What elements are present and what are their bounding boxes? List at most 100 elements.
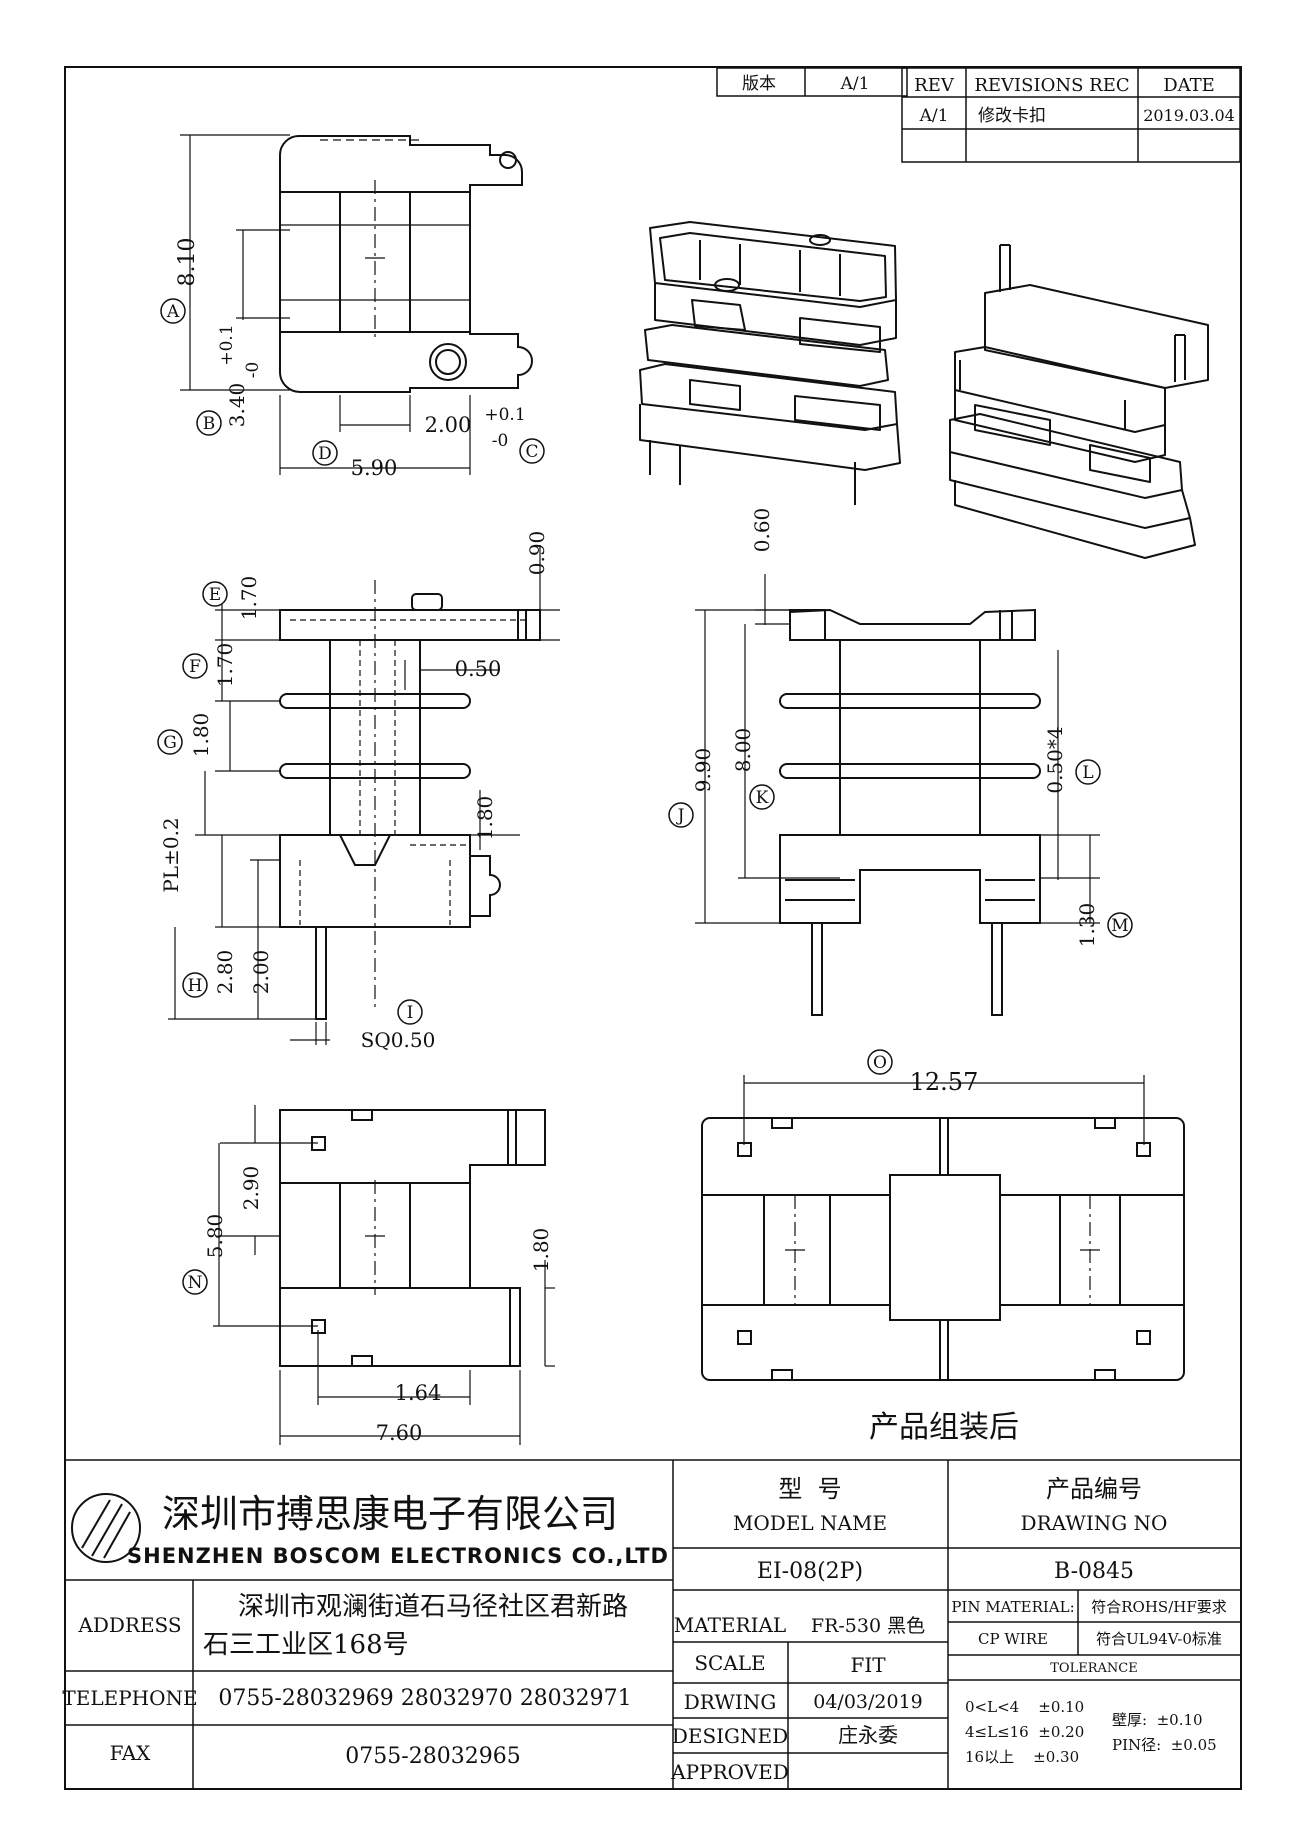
version-value: A/1 [840, 74, 870, 94]
drawing-value: B-0845 [1054, 1559, 1134, 1584]
assembled-view [701, 1117, 1185, 1381]
dim-B-value: 3.40 [225, 383, 249, 428]
model-value: EI-08(2P) [757, 1559, 863, 1584]
model-label-en: MODEL NAME [733, 1511, 887, 1535]
label-B [196, 410, 222, 436]
svg-text:F: F [189, 657, 201, 677]
label-L [1075, 759, 1101, 785]
rev-header: REV [914, 75, 955, 96]
material-value: FR-530 黑色 [811, 1615, 925, 1637]
tol-row3: 16以上 ±0.30 [965, 1748, 1079, 1766]
top-view-centerlines [180, 134, 471, 475]
cp-wire-label: CP WIRE [978, 1630, 1048, 1648]
svg-text:O: O [873, 1053, 887, 1073]
address-line1: 深圳市观澜街道石马径社区君新路 [238, 1592, 628, 1622]
dim-O: 12.57 [910, 1068, 979, 1096]
label-D [312, 440, 338, 466]
svg-text:M: M [1111, 916, 1128, 936]
dim-right-1-80: 1.80 [529, 1228, 553, 1273]
dim-bottom-flange: 1.80 [473, 796, 497, 841]
dim-H: 2.80 [213, 950, 237, 995]
isometric-view-right [949, 244, 1209, 559]
label-N [182, 1269, 208, 1295]
tolerance-label: TOLERANCE [1050, 1661, 1137, 1676]
dim-C-value: 2.00 [425, 413, 472, 437]
dim-pin-len: 2.00 [249, 950, 273, 995]
assembled-caption: 产品组装后 [869, 1410, 1019, 1445]
svg-text:L: L [1082, 763, 1093, 783]
svg-text:N: N [188, 1273, 203, 1293]
dim-M: 1.30 [1075, 903, 1099, 948]
label-I [397, 999, 423, 1025]
dim-B-tol-minus: -0 [243, 362, 263, 379]
svg-text:I: I [407, 1003, 414, 1023]
dim-B-tol-plus: +0.1 [217, 324, 237, 365]
label-F [182, 653, 208, 679]
material-label: MATERIAL [674, 1613, 786, 1637]
svg-text:K: K [756, 788, 769, 808]
address-line2: 石三工业区168号 [203, 1630, 409, 1660]
pin-material-value: 符合ROHS/HF要求 [1091, 1598, 1227, 1616]
svg-text:H: H [188, 976, 203, 996]
svg-text:E: E [209, 585, 221, 605]
label-H [182, 972, 208, 998]
label-A [160, 298, 186, 324]
dim-G: 1.80 [189, 713, 213, 758]
tol-row1: 0<L<4 ±0.10 [965, 1698, 1084, 1716]
front-view-dimlines [168, 545, 560, 1045]
dim-D: 5.90 [351, 456, 398, 480]
label-M [1107, 912, 1133, 938]
cp-wire-value: 符合UL94V-0标准 [1096, 1630, 1222, 1648]
fax-label: FAX [110, 1741, 152, 1765]
fax-value: 0755-28032965 [345, 1744, 520, 1769]
dim-F: 1.70 [213, 643, 237, 688]
dim-pin-top: 0.60 [750, 508, 774, 553]
company-name-cn: 深圳市搏思康电子有限公司 [162, 1492, 618, 1536]
svg-text:A: A [166, 302, 180, 322]
designed-label: DESIGNED [672, 1724, 788, 1748]
wall-tolerance: 壁厚: ±0.10 [1112, 1711, 1203, 1729]
dim-top-thick: 0.90 [525, 531, 549, 576]
label-C [519, 438, 545, 464]
pin-dia-tolerance: PIN径: ±0.05 [1112, 1736, 1217, 1754]
company-name-en: SHENZHEN BOSCOM ELECTRONICS CO.,LTD [127, 1544, 669, 1568]
label-K [749, 784, 775, 810]
dim-bottom-2-90: 2.90 [239, 1166, 263, 1211]
designed-value: 庄永委 [838, 1723, 898, 1747]
isometric-view-left [639, 221, 901, 505]
svg-text:D: D [318, 444, 332, 464]
svg-text:C: C [525, 442, 538, 462]
date-header: DATE [1163, 75, 1215, 96]
dim-flange: 0.50 [455, 657, 502, 681]
assembled-view-dimlines [743, 1075, 1145, 1305]
dim-L: 0.50*4 [1043, 726, 1067, 793]
bottom-view-dimlines [213, 1105, 555, 1445]
dim-I: SQ0.50 [361, 1028, 436, 1052]
revision-block [716, 67, 1241, 163]
revisions-header: REVISIONS REC [974, 75, 1129, 96]
front-view-hidden [290, 619, 530, 925]
svg-text:B: B [203, 414, 216, 434]
revision-date: 2019.03.04 [1143, 106, 1235, 125]
dim-E: 1.70 [237, 576, 261, 621]
company-logo [71, 1493, 141, 1563]
svg-text:G: G [163, 733, 177, 753]
pin-material-label: PIN MATERIAL: [951, 1598, 1074, 1616]
address-label: ADDRESS [77, 1613, 181, 1637]
label-G [157, 729, 183, 755]
drawing-date-value: 04/03/2019 [813, 1691, 923, 1713]
drawing-date-label: DRWING [684, 1690, 777, 1714]
dim-A: 8.10 [175, 238, 200, 287]
svg-text:J: J [676, 806, 685, 826]
label-O [867, 1049, 893, 1075]
dim-PL: PL±0.2 [159, 817, 183, 892]
dim-J: 9.90 [691, 748, 715, 793]
dim-bottom-7-60: 7.60 [376, 1421, 423, 1445]
telephone-value: 0755-28032969 28032970 28032971 [218, 1686, 631, 1711]
title-block-grid [65, 1459, 1240, 1789]
tol-row2: 4≤L≤16 ±0.20 [965, 1723, 1084, 1741]
circle-labels [157, 298, 1133, 1295]
side-view-dimlines [695, 574, 1100, 924]
scale-value: FIT [850, 1653, 886, 1677]
